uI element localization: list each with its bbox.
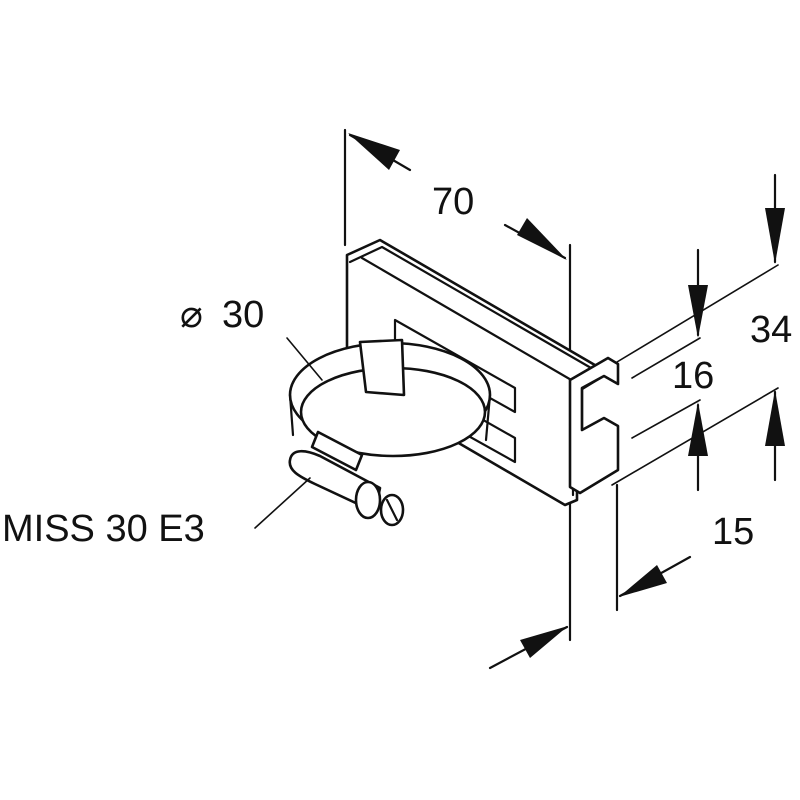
height-outer-label: 34	[750, 309, 792, 351]
clamp-band-side-right	[484, 393, 492, 442]
hose-clamp	[288, 338, 492, 527]
arrow-34-top	[765, 208, 785, 264]
diameter-symbol: ⌀	[180, 294, 203, 336]
screw-slot	[385, 498, 399, 522]
ext-16-top	[631, 337, 701, 379]
arrow-15-right	[619, 565, 667, 597]
height-inner-label: 16	[672, 355, 714, 397]
dimension-width: 70	[343, 128, 572, 377]
clamp-tab	[358, 338, 406, 397]
part-callout: MISS 30 E3	[2, 477, 311, 550]
part-name-label: MISS 30 E3	[2, 508, 205, 550]
profile-end	[568, 356, 620, 495]
dimension-heights: 34 16	[611, 173, 792, 492]
diameter-label: 30	[222, 294, 264, 336]
bracket-top-edge	[348, 245, 600, 374]
ext-16-bottom	[631, 399, 701, 439]
arrow-16-top	[688, 285, 708, 338]
part-leader	[254, 477, 311, 529]
clamp-band-side-left	[288, 393, 295, 437]
arrow-34-bottom	[765, 390, 785, 446]
arrow-16-bottom	[688, 402, 708, 456]
diameter-callout: ⌀ 30	[180, 294, 323, 381]
clamp-nut	[354, 480, 382, 520]
depth-label: 15	[712, 511, 754, 553]
diameter-leader	[286, 337, 323, 381]
width-label: 70	[432, 181, 474, 223]
arrow-15-left	[520, 626, 568, 658]
ext-34-bottom	[611, 387, 779, 486]
arrow-head-right	[517, 218, 567, 260]
ext-34-top	[611, 264, 779, 366]
dimension-depth: 15	[488, 483, 754, 670]
clamp-housing	[310, 430, 364, 472]
slot-top	[393, 318, 517, 414]
arrow-head-left	[348, 133, 400, 170]
